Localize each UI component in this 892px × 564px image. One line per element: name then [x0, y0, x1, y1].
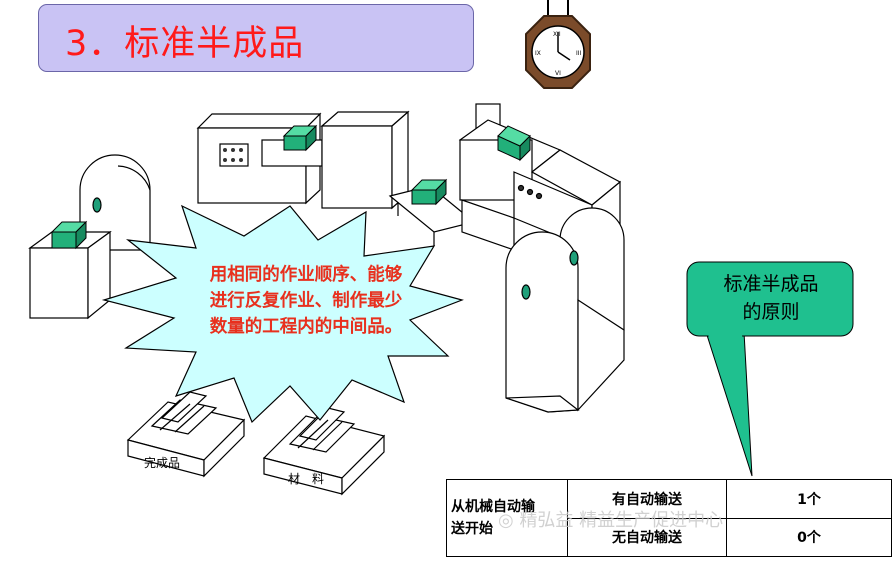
callout-line-1: 标准半成品: [723, 273, 819, 295]
material-tray: [262, 407, 386, 496]
definition-line-2: 进行反复作业、制作最少: [209, 291, 403, 311]
right-arch-machines: [505, 207, 625, 413]
finished-goods-label: 完成品: [144, 456, 181, 470]
definition-line-1: 用相同的作业顺序、能够: [209, 265, 403, 285]
wechat-icon: ◎: [498, 510, 520, 531]
watermark: ◎ 精弘益 精益生产促进中心: [498, 506, 723, 532]
svg-text:VI: VI: [555, 70, 561, 77]
auto-value-cell: 1个: [726, 479, 892, 519]
page-title: 3．标准半成品: [65, 24, 305, 64]
table-row: 无自动输送 0个: [447, 517, 892, 557]
no-auto-label-cell: 无自动输送: [567, 517, 727, 557]
part-box: [282, 124, 318, 152]
clock-icon: XII III VI IX: [525, 0, 591, 89]
definition-line-3: 数量的工程内的中间品。: [209, 317, 403, 337]
svg-text:IX: IX: [535, 50, 541, 57]
part-box: [410, 178, 448, 206]
watermark-text: 精弘益 精益生产促进中心: [519, 510, 724, 531]
callout-shape: [686, 261, 854, 477]
cutting-machine: [458, 103, 622, 252]
callout-text: 标准半成品 的原则: [690, 270, 852, 326]
callout-line-2: 的原则: [742, 301, 800, 323]
title-box: 3．标准半成品: [38, 4, 474, 72]
svg-text:XII: XII: [553, 31, 561, 38]
starburst-shape: [101, 204, 464, 424]
row-header-cell: 从机械自动输 送开始: [446, 479, 568, 557]
rule-table: 从机械自动输 送开始 有自动输送 1个 无自动输送 0个: [446, 479, 892, 557]
row-header-line-1: 从机械自动输: [451, 499, 535, 515]
svg-text:III: III: [576, 50, 582, 57]
no-auto-value-cell: 0个: [726, 517, 892, 557]
green-part-boxes: [50, 124, 531, 250]
row-header-line-2: 送开始: [451, 521, 493, 537]
finished-goods-tray: [126, 391, 246, 478]
part-box: [497, 125, 531, 162]
part-box: [50, 220, 88, 250]
material-label: 材 料: [288, 472, 325, 486]
definition-text: 用相同的作业顺序、能够 进行反复作业、制作最少 数量的工程内的中间品。: [172, 262, 440, 340]
table-row: 从机械自动输 送开始 有自动输送 1个: [446, 479, 892, 557]
